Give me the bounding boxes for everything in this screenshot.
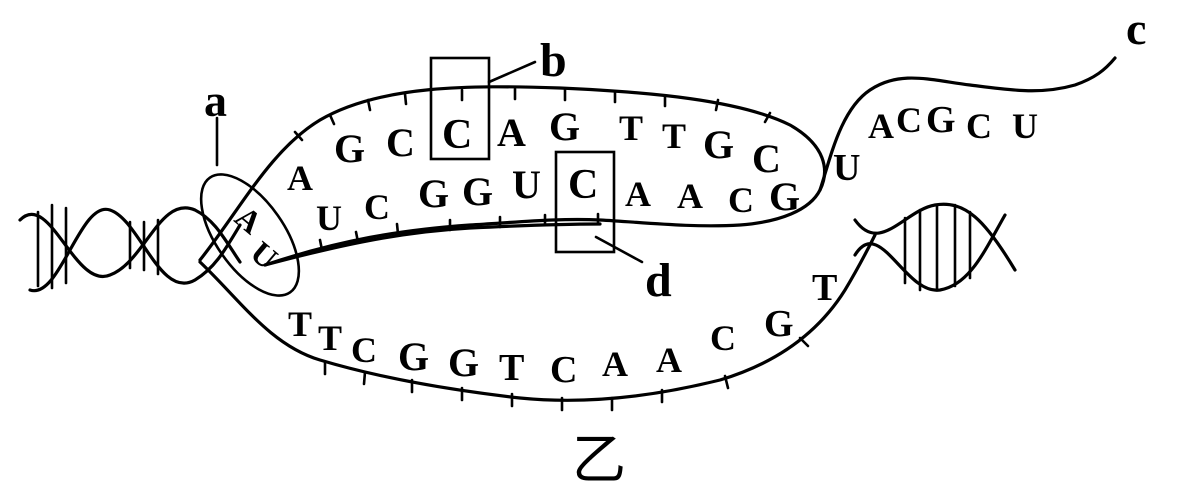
rna-tail-base: C [896, 100, 922, 140]
left-helix [20, 205, 240, 291]
label-b: b [540, 34, 567, 87]
rna-base: G [418, 171, 449, 216]
rna-tail-base: C [966, 106, 992, 146]
rna-base: C [568, 162, 598, 208]
right-helix-rungs [905, 205, 970, 290]
b-pointer [489, 62, 535, 82]
coding-base: C [351, 330, 377, 370]
template-base: A [497, 110, 526, 155]
rna-base: A [625, 174, 651, 214]
d-pointer [596, 237, 642, 262]
template-base: T [662, 116, 686, 156]
coding-base: G [448, 340, 479, 385]
coding-base: G [398, 334, 429, 379]
rna-base: C [364, 187, 390, 227]
template-ticks [295, 89, 770, 140]
rna-tail-bases: U A C G C U [833, 99, 1038, 189]
rna-base: U [512, 162, 541, 207]
template-base: G [703, 122, 734, 167]
coding-base: A [656, 340, 682, 380]
template-base: T [619, 108, 643, 148]
template-base: C [386, 120, 415, 165]
template-base: G [334, 126, 365, 171]
coding-base: T [318, 318, 342, 358]
rna-base: A [677, 176, 703, 216]
label-d: d [645, 254, 672, 307]
rna-base: C [728, 180, 754, 220]
template-base: A [287, 158, 313, 198]
rna-base: G [462, 169, 493, 214]
coding-base: C [550, 349, 577, 391]
coding-base: T [499, 347, 524, 389]
label-a: a [204, 75, 227, 126]
right-helix [855, 204, 1015, 290]
coding-base: T [812, 267, 837, 309]
rna-base: G [769, 174, 800, 219]
rna-tail-base: A [868, 106, 894, 146]
rna-tail-base: U [1012, 106, 1038, 146]
rna-base: U [316, 198, 342, 238]
template-base: C [442, 112, 472, 158]
coding-base: C [710, 318, 736, 358]
coding-base: T [288, 304, 312, 344]
label-yi: 乙 [572, 428, 626, 491]
coding-base: G [764, 303, 794, 345]
label-c: c [1126, 3, 1146, 54]
template-base: G [549, 104, 580, 149]
rna-tail-base: G [926, 99, 956, 141]
rna-tail-base: U [833, 147, 860, 189]
coding-base: A [602, 344, 628, 384]
circled-base-u: U [244, 234, 285, 276]
